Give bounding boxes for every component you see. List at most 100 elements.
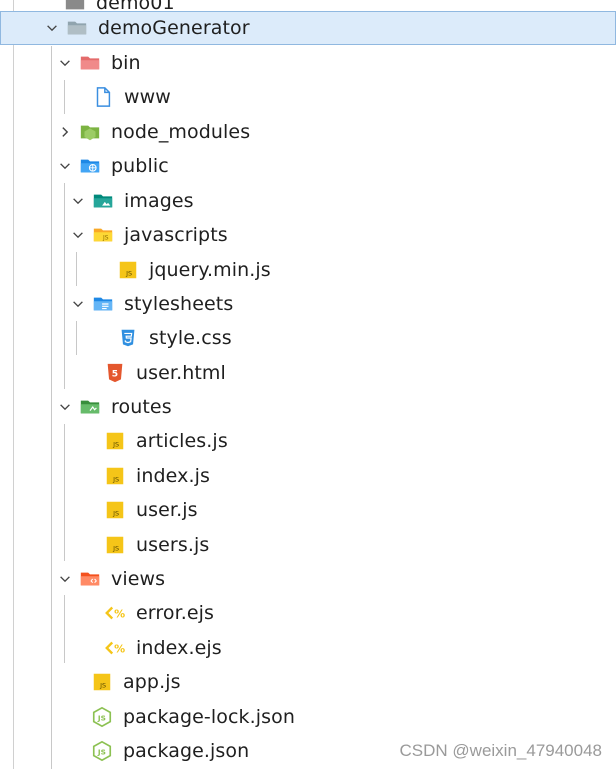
tree-item-label: views [111, 568, 166, 590]
tree-item-routes[interactable]: routes [0, 390, 616, 424]
nodejs-file-icon: JS [91, 706, 113, 728]
tree-item-user-js[interactable]: JS user.js [0, 493, 616, 527]
tree-item-www[interactable]: www [0, 80, 616, 114]
tree-item-users-js[interactable]: JS users.js [0, 528, 616, 562]
tree-item-label: www [124, 86, 171, 108]
chevron-down-icon[interactable] [57, 55, 73, 71]
tree-item-label: user.js [136, 499, 198, 521]
indent-guide [64, 424, 65, 561]
tree-item-label: users.js [136, 534, 210, 556]
folder-css-icon [92, 293, 114, 315]
tree-item-style-css[interactable]: style.css [0, 321, 616, 355]
tree-item-jquery-min-js[interactable]: JS jquery.min.js [0, 253, 616, 287]
tree-item-label: package.json [123, 740, 250, 762]
svg-text:JS: JS [97, 714, 106, 723]
indent-guide [76, 321, 77, 355]
chevron-right-icon[interactable] [57, 124, 73, 140]
css-file-icon [117, 327, 139, 349]
tree-item-images[interactable]: images [0, 184, 616, 218]
chevron-down-icon[interactable] [70, 296, 86, 312]
folder-bin-icon [79, 52, 101, 74]
tree-item-label: jquery.min.js [149, 259, 271, 281]
folder-views-icon [79, 568, 101, 590]
indent-guide [64, 595, 65, 663]
indent-guide [64, 183, 65, 389]
tree-item-label: articles.js [136, 430, 228, 452]
tree-item-label: stylesheets [124, 293, 234, 315]
chevron-down-icon[interactable] [57, 571, 73, 587]
explorer-left-border [13, 0, 14, 769]
javascript-file-icon: JS [117, 259, 139, 281]
tree-item-user-html[interactable]: 5 user.html [0, 356, 616, 390]
folder-js-icon: JS [92, 224, 114, 246]
chevron-down-icon[interactable] [70, 193, 86, 209]
tree-item-label: javascripts [124, 224, 228, 246]
tree-item-node-modules[interactable]: node_modules [0, 115, 616, 149]
javascript-file-icon: JS [104, 465, 126, 487]
tree-item-package-lock-json[interactable]: JS package-lock.json [0, 700, 616, 734]
tree-item-label: index.ejs [136, 637, 222, 659]
tree-item-error-ejs[interactable]: % error.ejs [0, 596, 616, 630]
tree-item-label: style.css [149, 327, 232, 349]
tree-item-label: bin [111, 52, 141, 74]
svg-text:JS: JS [112, 510, 119, 518]
tree-item-label: routes [111, 396, 172, 418]
tree-item-label: node_modules [111, 121, 251, 143]
tree-item-label: images [124, 190, 194, 212]
nodejs-file-icon: JS [91, 740, 113, 762]
svg-text:%: % [114, 643, 125, 656]
tree-item-index-ejs[interactable]: % index.ejs [0, 631, 616, 665]
tree-item-package-json[interactable]: JS package.json [0, 734, 616, 768]
indent-guide [51, 46, 52, 769]
tree-item-stylesheets[interactable]: stylesheets [0, 287, 616, 321]
chevron-down-icon[interactable] [70, 227, 86, 243]
ejs-file-icon: % [104, 602, 126, 624]
html-file-icon: 5 [104, 362, 126, 384]
svg-text:JS: JS [112, 476, 119, 484]
tree-item-label: user.html [136, 362, 226, 384]
tree-item-demogenerator[interactable]: demoGenerator [0, 11, 616, 45]
tree-item-bin[interactable]: bin [0, 46, 616, 80]
tree-item-javascripts[interactable]: JS javascripts [0, 218, 616, 252]
chevron-down-icon[interactable] [44, 20, 60, 36]
svg-text:JS: JS [112, 441, 119, 449]
javascript-file-icon: JS [104, 534, 126, 556]
folder-node-icon [79, 121, 101, 143]
javascript-file-icon: JS [104, 499, 126, 521]
tree-item-views[interactable]: views [0, 562, 616, 596]
svg-text:JS: JS [99, 682, 106, 690]
svg-text:5: 5 [112, 369, 118, 380]
svg-text:JS: JS [97, 748, 106, 757]
tree-item-articles-js[interactable]: JS articles.js [0, 424, 616, 458]
tree-item-label: index.js [136, 465, 210, 487]
ejs-file-icon: % [104, 637, 126, 659]
folder-icon [64, 0, 86, 14]
folder-images-icon [92, 190, 114, 212]
svg-text:JS: JS [125, 270, 132, 278]
tree-item-label: error.ejs [136, 602, 215, 624]
folder-public-icon [79, 155, 101, 177]
tree-item-app-js[interactable]: JS app.js [0, 665, 616, 699]
tree-item-label: demoGenerator [98, 17, 250, 39]
file-icon [92, 86, 114, 108]
svg-text:%: % [114, 608, 125, 621]
tree-item-label: public [111, 155, 169, 177]
watermark: CSDN @weixin_47940048 [399, 741, 602, 760]
javascript-file-icon: JS [104, 430, 126, 452]
indent-guide [64, 80, 65, 114]
folder-routes-icon [79, 396, 101, 418]
chevron-down-icon[interactable] [57, 158, 73, 174]
tree-item-label: demo01 [96, 0, 175, 14]
tree-item-public[interactable]: public [0, 149, 616, 183]
indent-guide [76, 252, 77, 286]
tree-item-label: package-lock.json [123, 706, 296, 728]
svg-text:JS: JS [102, 235, 109, 242]
tree-item-index-js[interactable]: JS index.js [0, 459, 616, 493]
tree-item-demo01[interactable]: demo01 [0, 0, 616, 20]
svg-text:JS: JS [112, 545, 119, 553]
folder-open-icon [66, 17, 88, 39]
tree-item-label: app.js [123, 671, 181, 693]
javascript-file-icon: JS [91, 671, 113, 693]
chevron-down-icon[interactable] [57, 399, 73, 415]
